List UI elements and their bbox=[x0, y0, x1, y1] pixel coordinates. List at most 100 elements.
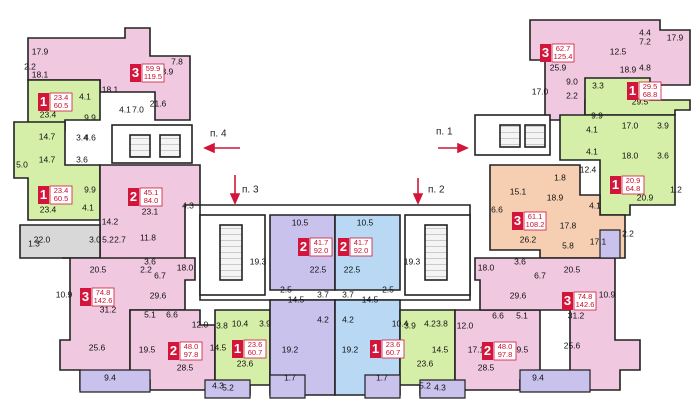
room-area-label: 17.9 bbox=[32, 46, 49, 56]
badge-rooms: 3 bbox=[564, 293, 571, 308]
badge-rooms-box bbox=[540, 44, 551, 62]
badge-living-area: 41.7 bbox=[314, 238, 329, 247]
room-area-label: 20.5 bbox=[90, 264, 107, 274]
apartment-r1[interactable] bbox=[559, 114, 676, 216]
room-area-label: 17.0 bbox=[622, 120, 639, 130]
room-area-label: 17.8 bbox=[560, 220, 577, 230]
badge-living-area: 45.1 bbox=[144, 188, 159, 197]
room-area-label: 4.2 bbox=[424, 318, 436, 328]
room-area-label: 1.7 bbox=[376, 372, 388, 382]
room-area-label: 3.9 bbox=[657, 120, 669, 130]
room-area-label: 4.3 bbox=[212, 380, 224, 390]
apartment-br3[interactable] bbox=[474, 257, 641, 391]
badge-total-area: 125.4 bbox=[554, 52, 573, 61]
room-area-label: 4.1 bbox=[119, 104, 131, 114]
room-area-label: 18.0 bbox=[478, 262, 495, 272]
room-area-label: 2.2 bbox=[622, 228, 634, 238]
room-area-label: 3.7 bbox=[317, 289, 329, 299]
badge-rooms: 3 bbox=[514, 213, 521, 228]
room-area-label: 2.7 bbox=[114, 234, 126, 244]
badge-area-box bbox=[551, 43, 575, 63]
badge-total-area: 119.5 bbox=[144, 72, 162, 81]
room-area-label: 6.7 bbox=[534, 270, 546, 280]
badge-rooms-box bbox=[38, 93, 49, 111]
room-area-label: 14.7 bbox=[39, 131, 56, 141]
room-area-label: 29.5 bbox=[632, 96, 649, 106]
room-area-label: 10.5 bbox=[292, 217, 309, 227]
room-area-label: 7.0 bbox=[132, 104, 144, 114]
badge-living-area: 41.7 bbox=[354, 238, 369, 247]
badge-rooms-box bbox=[562, 292, 573, 310]
room-area-label: 7.2 bbox=[639, 36, 651, 46]
badge-total-area: 97.8 bbox=[498, 350, 513, 359]
stair-4-label: п. 4 bbox=[210, 129, 227, 140]
room-area-label: 17.0 bbox=[532, 86, 549, 96]
room-area-label: 2.5 bbox=[280, 284, 292, 294]
room-area-label: 3.4 bbox=[76, 132, 88, 142]
badge-rooms-box bbox=[80, 288, 91, 306]
room-area-label: 5.1 bbox=[516, 310, 528, 320]
room-area-label: 25.9 bbox=[550, 62, 567, 72]
room-area-label: 19.2 bbox=[282, 344, 299, 354]
room-area-label: 29.6 bbox=[510, 290, 527, 300]
apartment-r3[interactable] bbox=[489, 164, 626, 259]
badge-rooms-box bbox=[610, 176, 621, 194]
room-area-label: 3.6 bbox=[657, 150, 669, 160]
room-area-label: 4.3 bbox=[434, 382, 446, 392]
stair-arrows bbox=[203, 142, 469, 205]
room-area-label: 18.9 bbox=[547, 192, 564, 202]
room-area-label: 12.0 bbox=[457, 320, 474, 330]
badge-living-area: 20.9 bbox=[626, 176, 641, 185]
stair-labels: п. 1п. 2п. 3п. 4 bbox=[210, 127, 453, 196]
balconies bbox=[79, 229, 621, 399]
room-area-label: 10.4 bbox=[232, 318, 249, 328]
room-area-label: 17.1 bbox=[468, 344, 485, 354]
room-area-label: 4.1 bbox=[586, 146, 598, 156]
room-area-label: 14.5 bbox=[432, 344, 449, 354]
badge-area-box bbox=[49, 92, 73, 112]
badge-rooms-box bbox=[482, 342, 493, 360]
badge-total-area: 142.6 bbox=[94, 296, 113, 305]
room-area-label: 25.6 bbox=[564, 340, 581, 350]
badge-area-box bbox=[638, 81, 662, 101]
room-area-label: 19.2 bbox=[342, 344, 359, 354]
badge-area-box bbox=[243, 339, 267, 359]
badge-area-box bbox=[573, 291, 597, 311]
room-area-label: 20.5 bbox=[564, 264, 581, 274]
room-area-label: 3.0 bbox=[89, 234, 101, 244]
room-area-label: 17.1 bbox=[590, 236, 607, 246]
room-area-label: 10.9 bbox=[56, 289, 73, 299]
badge-rooms-box bbox=[130, 64, 141, 82]
badge-living-area: 48.0 bbox=[498, 342, 513, 351]
badge-rooms: 1 bbox=[372, 341, 379, 356]
room-area-label: 4.1 bbox=[82, 202, 94, 212]
room-area-label: 18.0 bbox=[622, 150, 639, 160]
badge-rooms: 1 bbox=[40, 94, 47, 109]
room-area-label: 4.4 bbox=[639, 27, 651, 37]
room-area-label: 14.5 bbox=[288, 294, 305, 304]
room-area-label: 28.5 bbox=[177, 362, 194, 372]
badge-total-area: 97.8 bbox=[184, 350, 199, 359]
room-area-label: 3.6 bbox=[144, 256, 156, 266]
room-area-label: 12.0 bbox=[192, 319, 209, 329]
room-area-label: 9.0 bbox=[566, 76, 578, 86]
room-area-label: 17.9 bbox=[667, 32, 684, 42]
badge-living-area: 61.1 bbox=[528, 212, 543, 221]
